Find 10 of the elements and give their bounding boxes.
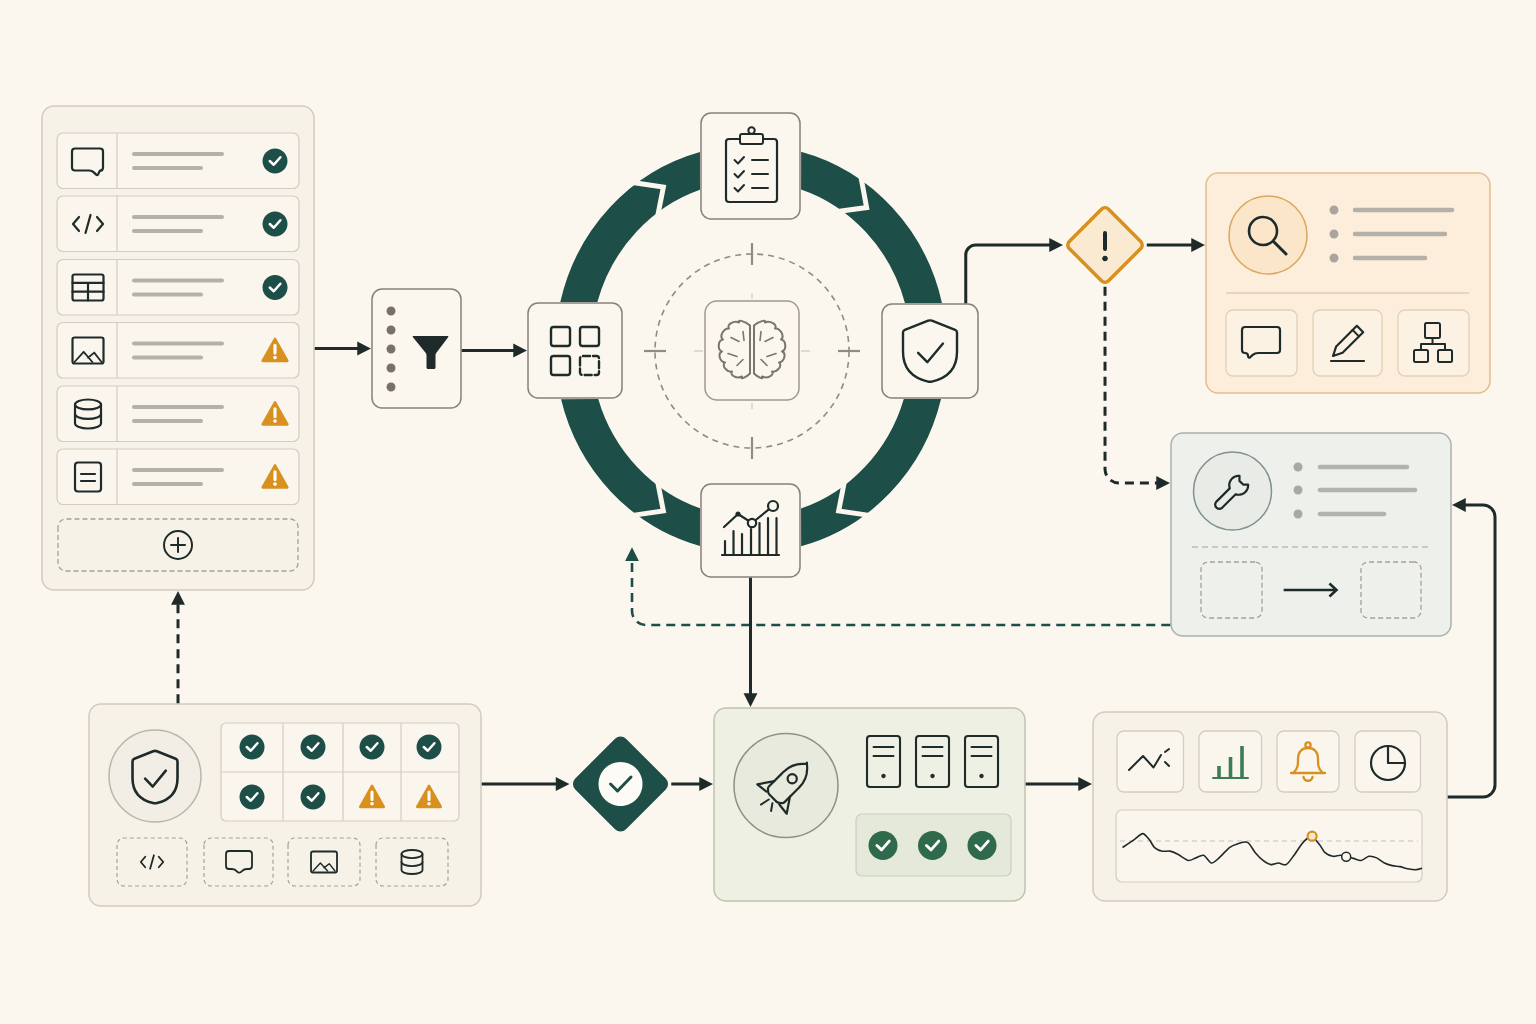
filter-box xyxy=(371,288,462,409)
grid-box xyxy=(527,302,623,399)
brain-box xyxy=(704,300,800,401)
dashed-box xyxy=(1360,561,1422,619)
warning-diamond xyxy=(1066,206,1144,284)
clipboard-box xyxy=(700,112,801,220)
dashed-box xyxy=(1200,561,1263,619)
shield-box xyxy=(881,303,979,399)
arrow xyxy=(1283,582,1339,598)
chart-box xyxy=(700,483,801,578)
